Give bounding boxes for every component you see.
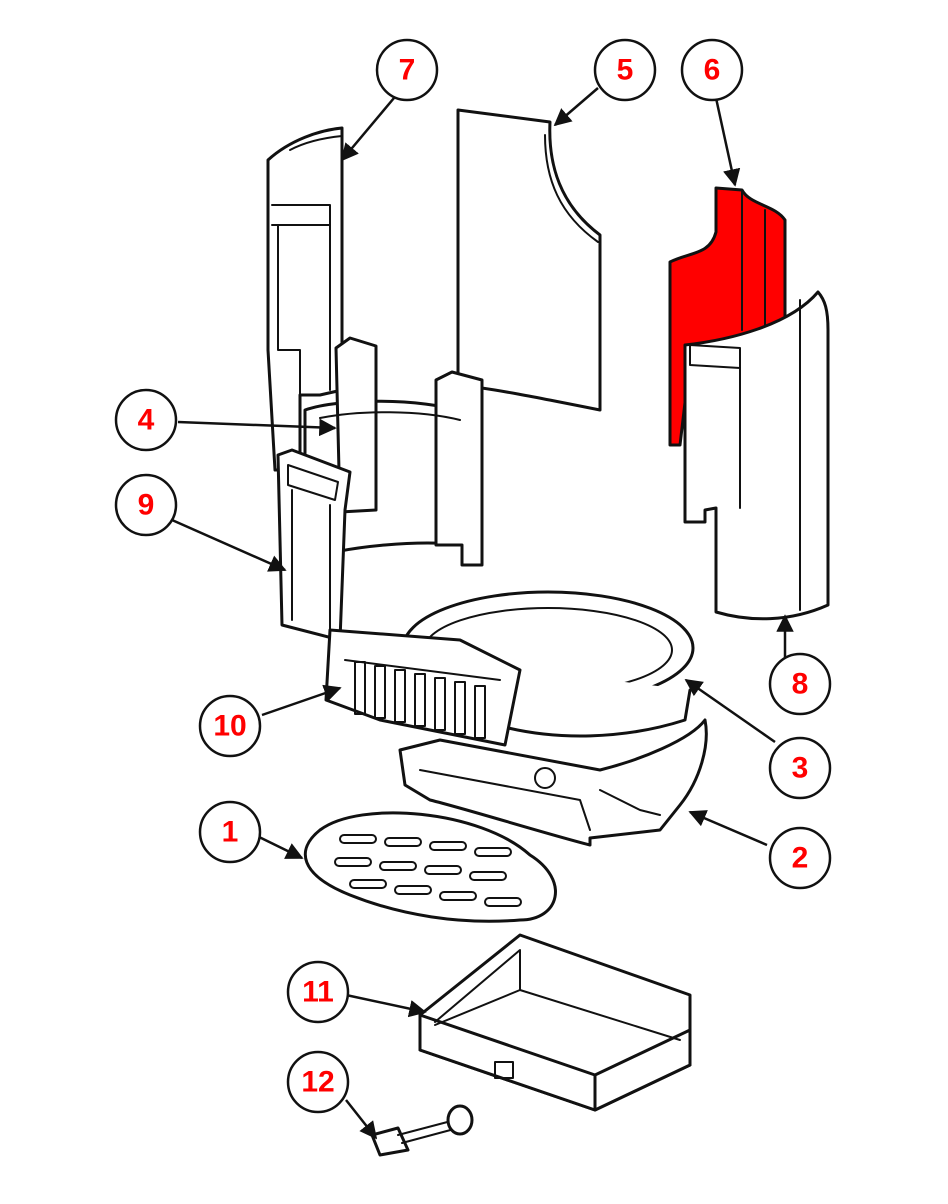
callout-7-label: 7 [399, 54, 416, 87]
part-5-rear-panel [456, 108, 602, 412]
callout-2-label: 2 [792, 842, 809, 875]
callout-10-label: 10 [213, 710, 246, 743]
callout-11: 11 [286, 960, 350, 1024]
callout-2: 2 [768, 826, 832, 890]
part-1-grate-plate [303, 811, 557, 923]
part-9-side-plate [276, 448, 352, 642]
part-11-ash-drawer [418, 933, 692, 1112]
callout-6-label: 6 [704, 54, 721, 87]
part-2-base [398, 718, 708, 847]
leader-lines [171, 87, 794, 1140]
callout-6: 6 [680, 38, 744, 102]
callout-5: 5 [593, 38, 657, 102]
part-8-right-lining [683, 290, 830, 621]
callout-4: 4 [114, 388, 178, 452]
callout-12: 12 [286, 1050, 350, 1114]
callout-7: 7 [375, 38, 439, 102]
callout-11-label: 11 [302, 976, 334, 1009]
callout-12-label: 12 [301, 1066, 334, 1099]
callout-10: 10 [198, 694, 262, 758]
callout-5-label: 5 [617, 54, 634, 87]
callout-3: 3 [768, 736, 832, 800]
callout-8-label: 8 [792, 668, 809, 701]
callout-4-label: 4 [138, 404, 155, 437]
callout-1-label: 1 [222, 816, 239, 849]
part-12-handle [370, 1104, 474, 1157]
callout-9: 9 [114, 473, 178, 537]
callout-1: 1 [198, 800, 262, 864]
callout-9-label: 9 [138, 489, 155, 522]
callout-8: 8 [768, 652, 832, 716]
callout-3-label: 3 [792, 752, 809, 785]
